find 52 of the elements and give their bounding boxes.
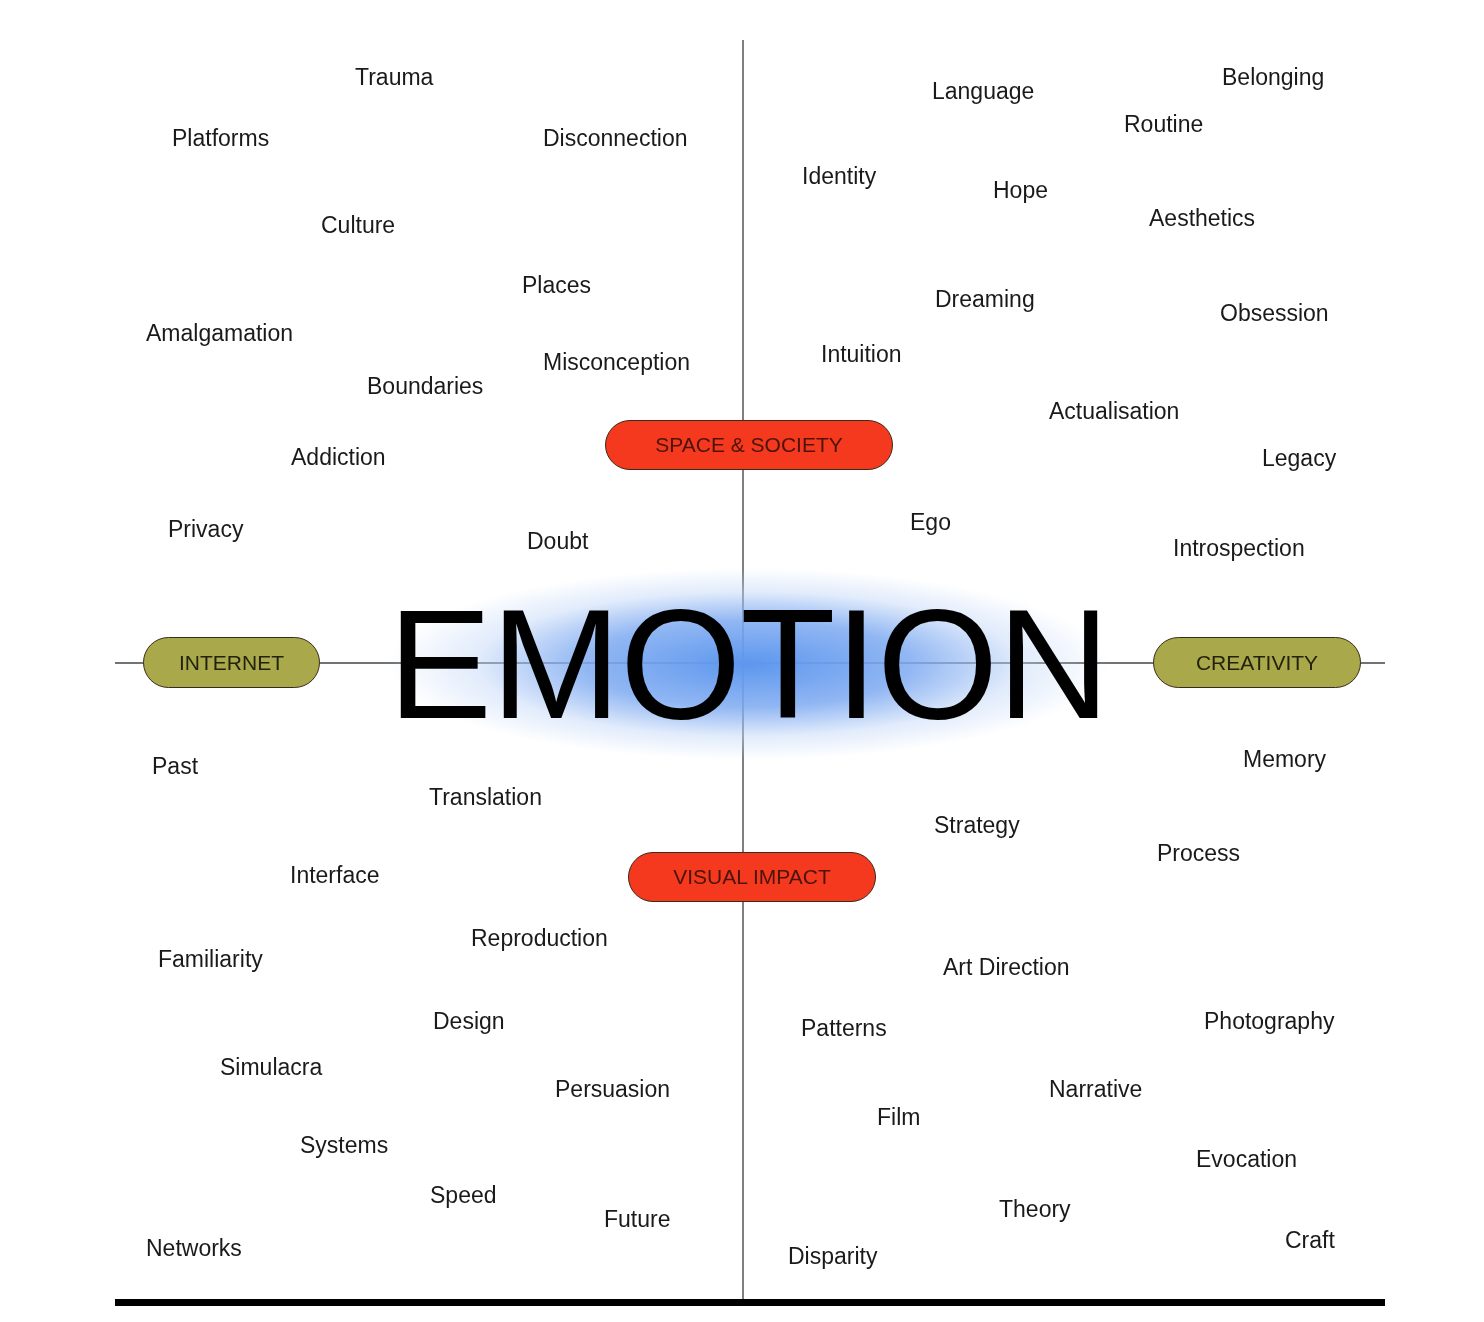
keyword-label: Interface — [290, 862, 380, 888]
keyword-label: Translation — [429, 784, 542, 810]
keyword-label: Trauma — [355, 64, 434, 90]
keyword-label: Misconception — [543, 349, 691, 375]
keyword-label: Networks — [146, 1235, 242, 1261]
keyword-label: Platforms — [172, 125, 270, 151]
keyword-label: Introspection — [1173, 535, 1305, 561]
keyword-label: Process — [1157, 840, 1241, 866]
keyword-label: Systems — [300, 1132, 389, 1158]
keyword-label: Strategy — [934, 812, 1020, 838]
keyword-label: Familiarity — [158, 946, 263, 972]
category-pill: VISUAL IMPACT — [628, 852, 876, 902]
keyword-label: Language — [932, 78, 1035, 104]
keyword-label: Future — [604, 1206, 671, 1232]
keyword-label: Addiction — [291, 444, 386, 470]
keyword-label: Ego — [910, 509, 951, 535]
keyword-label: Memory — [1243, 746, 1327, 772]
keyword-label: Amalgamation — [146, 320, 294, 346]
category-pill: CREATIVITY — [1153, 637, 1361, 688]
keyword-label: Evocation — [1196, 1146, 1297, 1172]
keyword-label: Intuition — [821, 341, 902, 367]
keyword-label: Privacy — [168, 516, 244, 542]
keyword-label: Hope — [993, 177, 1048, 203]
keyword-label: Disparity — [788, 1243, 878, 1269]
keyword-label: Art Direction — [943, 954, 1070, 980]
keyword-label: Routine — [1124, 111, 1204, 137]
keyword-label: Photography — [1204, 1008, 1335, 1034]
keyword-label: Film — [877, 1104, 921, 1130]
keyword-label: Speed — [430, 1182, 497, 1208]
keyword-label: Belonging — [1222, 64, 1325, 90]
keyword-label: Design — [433, 1008, 505, 1034]
keyword-label: Theory — [999, 1196, 1071, 1222]
keyword-label: Legacy — [1262, 445, 1337, 471]
keyword-label: Disconnection — [543, 125, 688, 151]
category-pill: INTERNET — [143, 637, 320, 688]
keyword-label: Doubt — [527, 528, 589, 554]
keyword-label: Reproduction — [471, 925, 608, 951]
keyword-label: Culture — [321, 212, 396, 238]
keyword-label: Patterns — [801, 1015, 887, 1041]
keyword-label: Actualisation — [1049, 398, 1180, 424]
keyword-label: Boundaries — [367, 373, 484, 399]
keyword-label: Identity — [802, 163, 877, 189]
keyword-label: Aesthetics — [1149, 205, 1256, 231]
keyword-label: Past — [152, 753, 199, 779]
keyword-label: Craft — [1285, 1227, 1335, 1253]
category-pill: SPACE & SOCIETY — [605, 420, 893, 470]
keyword-label: Simulacra — [220, 1054, 323, 1080]
keyword-label: Dreaming — [935, 286, 1035, 312]
keyword-label: Obsession — [1220, 300, 1329, 326]
keyword-label: Places — [522, 272, 592, 298]
keyword-label: Persuasion — [555, 1076, 671, 1102]
keyword-label: Narrative — [1049, 1076, 1143, 1102]
